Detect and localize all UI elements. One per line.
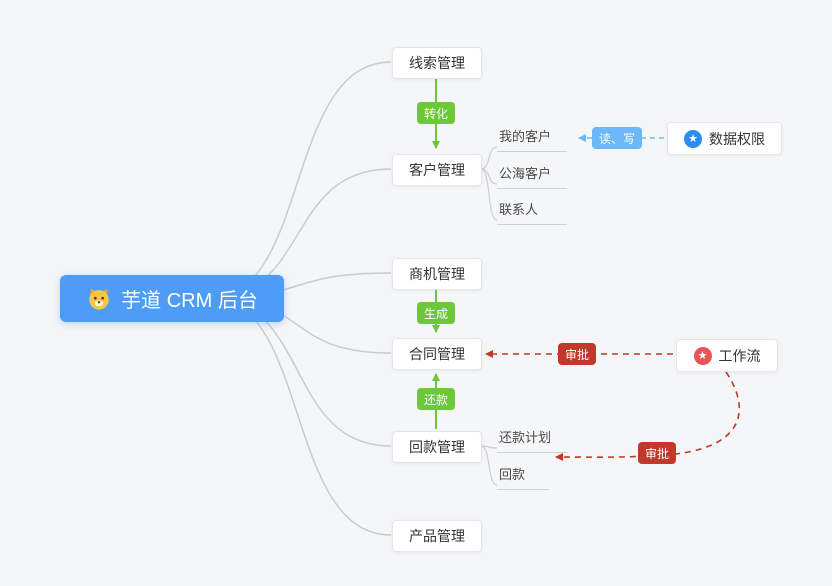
node-label: 工作流	[718, 347, 761, 364]
leaf-branch-curves	[480, 146, 498, 486]
node-data-permission[interactable]: ★ 数据权限	[667, 122, 782, 155]
edge-label-convert: 转化	[417, 102, 456, 124]
node-payment-management[interactable]: 回款管理	[392, 431, 482, 463]
star-icon: ★	[684, 129, 702, 148]
node-lead-management[interactable]: 线索管理	[392, 47, 482, 79]
leaf-my-customers[interactable]: 我的客户	[497, 124, 567, 152]
dog-logo-icon	[89, 287, 109, 310]
root-node-label: 芋道 CRM 后台	[121, 290, 258, 312]
node-product-management[interactable]: 产品管理	[392, 520, 482, 552]
root-node-crm-backend[interactable]: 芋道 CRM 后台	[60, 275, 284, 322]
node-opportunity-management[interactable]: 商机管理	[392, 258, 482, 290]
leaf-contacts[interactable]: 联系人	[497, 197, 567, 225]
edge-label-repay: 还款	[417, 388, 456, 410]
edge-label-generate: 生成	[417, 302, 456, 324]
leaf-repayment-plan[interactable]: 还款计划	[497, 425, 567, 453]
edge-label-approve-contract: 审批	[558, 343, 597, 365]
node-contract-management[interactable]: 合同管理	[392, 338, 482, 370]
edge-label-approve-payment: 审批	[638, 442, 677, 464]
node-customer-management[interactable]: 客户管理	[392, 154, 482, 186]
star-icon: ★	[693, 346, 712, 365]
edge-label-read-write: 读、写	[592, 127, 643, 149]
leaf-payment[interactable]: 回款	[497, 462, 549, 490]
leaf-public-sea-customers[interactable]: 公海客户	[497, 161, 567, 189]
node-workflow[interactable]: ★ 工作流	[676, 339, 778, 372]
node-label: 数据权限	[709, 130, 765, 147]
